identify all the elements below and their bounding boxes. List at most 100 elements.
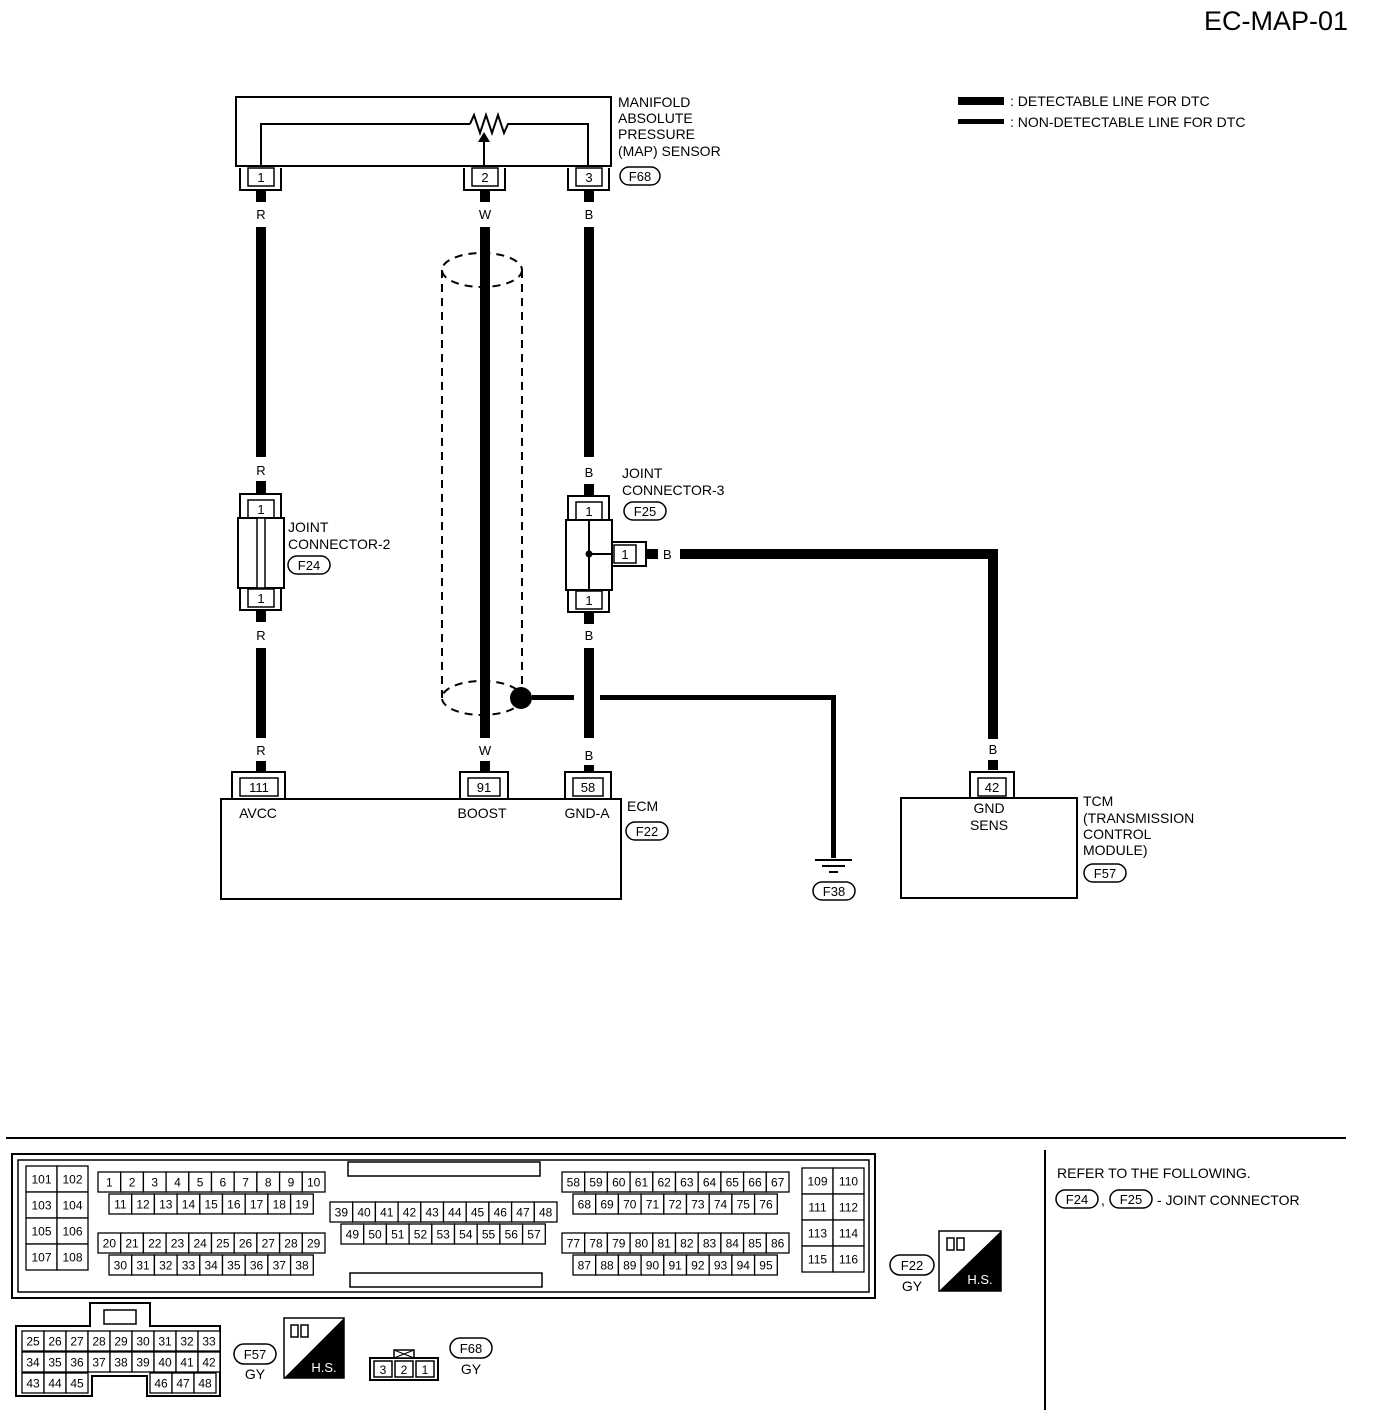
ecm-pin-91-housing [459,771,509,798]
wire-w: W W [479,190,492,771]
wire-b-label-4: B [585,748,594,763]
f68-pin-cell [373,1360,393,1378]
pin-27: 27 [262,1237,276,1251]
pin-52: 52 [414,1228,428,1242]
f68-pin-cell [394,1360,414,1378]
pin-79: 79 [612,1237,626,1251]
joint3-pin-bottom-box [575,590,603,610]
tcm: 42 GND SENS TCM (TRANSMISSION CONTROL MO… [900,771,1194,899]
pin-26: 26 [239,1237,253,1251]
pin-14: 14 [182,1198,196,1212]
pin-31: 31 [136,1259,150,1273]
f57-view-label: F57 [244,1347,266,1362]
pin-65: 65 [726,1176,740,1190]
refer-comma: , [1101,1192,1105,1208]
pin-102: 102 [62,1173,82,1187]
wire-tcm-stub [646,549,658,559]
pin-6: 6 [220,1176,227,1190]
sensor-internal-line-left [260,123,470,166]
pin-38: 38 [114,1356,128,1370]
wire-tcm-vertical [988,549,998,739]
f68-view-badge [449,1337,493,1359]
pin-35: 35 [227,1259,241,1273]
pin-5: 5 [197,1176,204,1190]
pin-15: 15 [204,1198,218,1212]
pin-53: 53 [436,1228,450,1242]
pin-103: 103 [31,1199,51,1213]
joint2-name-1: JOINT [288,519,329,535]
wire-r-segment-2 [256,648,266,738]
pin-87: 87 [578,1259,592,1273]
pin-74: 74 [714,1198,728,1212]
wire-r: R R R R [256,190,266,771]
pin-7: 7 [242,1176,249,1190]
f22-top-key [347,1161,541,1177]
joint3-pin-top: 1 [585,504,592,519]
shield-drain-line-2 [600,695,836,700]
pin-82: 82 [680,1237,694,1251]
wire-w-label-2: W [479,743,492,758]
pin-8: 8 [265,1176,272,1190]
pin-94: 94 [737,1259,751,1273]
ecm-name: ECM [627,798,658,814]
refer-f25-label: F25 [1120,1192,1142,1207]
pin-101-cell [25,1165,58,1193]
ecm-pin-58: 58 [581,780,595,795]
pin-112-cell [832,1193,865,1221]
f68-connector-badge [619,166,661,186]
f38-connector-label: F38 [823,884,845,899]
pin-43: 43 [425,1206,439,1220]
pin-49: 49 [346,1228,360,1242]
map-sensor-name-4: (MAP) SENSOR [618,143,721,159]
pin-42: 42 [403,1206,417,1220]
joint-connector-3: 1 1 1 JOINT CONNECTOR-3 F25 [565,465,725,613]
pin-111-cell [801,1193,834,1221]
map-sensor-name-2: ABSOLUTE [618,110,693,126]
joint3-housing-top [567,495,610,520]
ecm-label-avcc: AVCC [239,805,277,821]
pin-72: 72 [668,1198,682,1212]
sensor-pin-3: 3 [585,170,592,185]
pin-45: 45 [471,1206,485,1220]
pin-20: 20 [103,1237,117,1251]
sensor-pin-2-box [471,167,499,187]
f57-key [103,1309,137,1325]
pin-45-cell [65,1372,89,1394]
sensor-pin-1: 1 [257,170,264,185]
ecm-pin-111-housing [231,771,286,798]
pin-21: 21 [125,1237,139,1251]
refer-text: REFER TO THE FOLLOWING. [1057,1165,1251,1181]
pin-35: 35 [48,1356,62,1370]
pin-75: 75 [737,1198,751,1212]
pin-19: 19 [295,1198,309,1212]
pin-113-cell [801,1219,834,1247]
wire-b-label-2: B [585,465,594,480]
wire-r-stub-2 [256,481,266,495]
pin-104: 104 [62,1199,82,1213]
pin-114-cell [832,1219,865,1247]
pin-83: 83 [703,1237,717,1251]
wire-r-stub-bottom [256,761,266,771]
tcm-name-3: CONTROL [1083,826,1152,842]
joint3-pin-side: 1 [621,547,628,562]
pin-27: 27 [70,1335,84,1349]
pin-91: 91 [668,1259,682,1273]
wire-w-stub-top [480,190,490,202]
f68-pin-1: 1 [422,1363,429,1377]
joint2-pin-bottom-box [247,588,275,608]
pin-30: 30 [114,1259,128,1273]
pin-102-cell [56,1165,89,1193]
pin-57: 57 [527,1228,541,1242]
pin-32: 32 [159,1259,173,1273]
wire-r-label-2: R [256,463,265,478]
pin-40: 40 [158,1356,172,1370]
pin-86: 86 [771,1237,785,1251]
pin-25: 25 [26,1335,40,1349]
tcm-pin-42: 42 [985,780,999,795]
f22-view-label: F22 [901,1258,923,1273]
f57-hs-icon: H.S. [283,1317,345,1379]
